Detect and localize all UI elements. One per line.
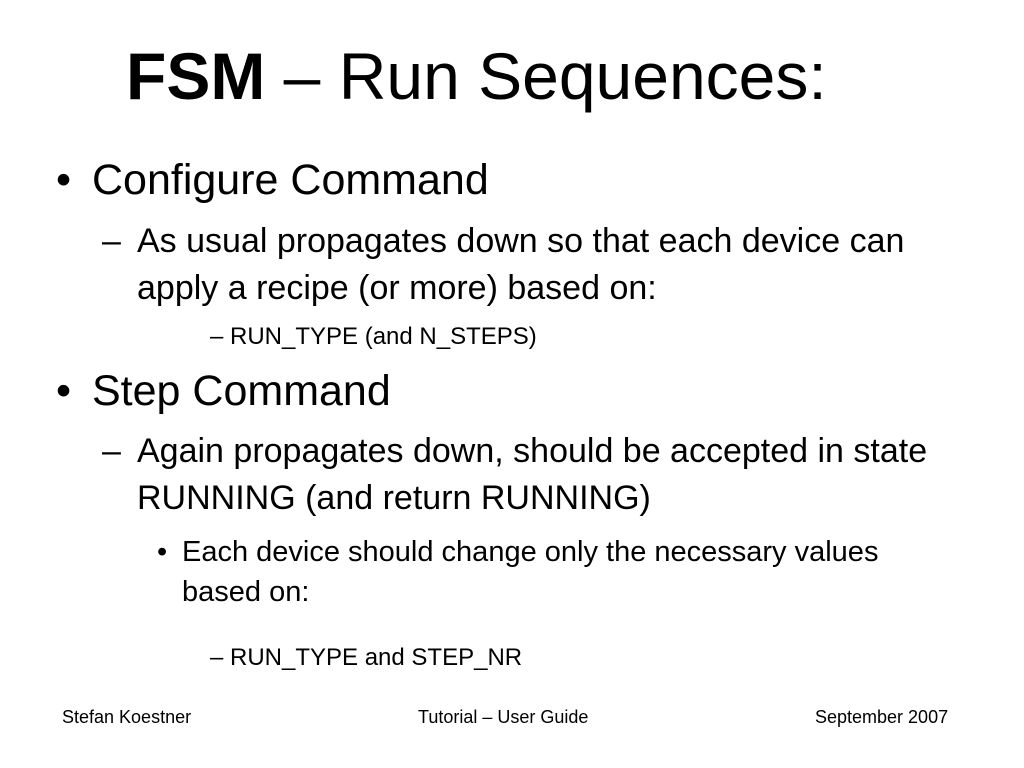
footer-author: Stefan Koestner	[62, 707, 192, 727]
bullet-marker: •	[56, 367, 72, 415]
sub-bullet-text: As usual propagates down so that each de…	[137, 222, 905, 307]
sub-sub-bullet-text: Each device should change only the neces…	[182, 536, 879, 608]
bullet-marker: •	[157, 536, 168, 568]
sub-bullet-step: – Again propagates down, should be accep…	[102, 428, 982, 522]
bullet-marker: •	[56, 156, 72, 204]
footer-date: September 2007	[815, 707, 949, 727]
sub-sub-bullet-device: • Each device should change only the nec…	[157, 532, 937, 612]
slide-title-rest: – Run Sequences:	[265, 39, 827, 113]
bullet-label: Step Command	[92, 367, 391, 415]
slide-title: FSM – Run Sequences:	[126, 36, 827, 116]
detail-run-type-nsteps: – RUN_TYPE (and N_STEPS)	[210, 323, 537, 350]
slide-title-bold: FSM	[126, 39, 266, 113]
sub-bullet-configure: – As usual propagates down so that each …	[102, 218, 982, 312]
detail-run-type-step-nr: – RUN_TYPE and STEP_NR	[210, 644, 523, 671]
bullet-label: Configure Command	[92, 156, 489, 204]
dash-marker: –	[102, 432, 121, 470]
footer-title: Tutorial – User Guide	[418, 707, 589, 727]
dash-marker: –	[102, 222, 121, 260]
sub-bullet-text: Again propagates down, should be accepte…	[137, 432, 928, 517]
